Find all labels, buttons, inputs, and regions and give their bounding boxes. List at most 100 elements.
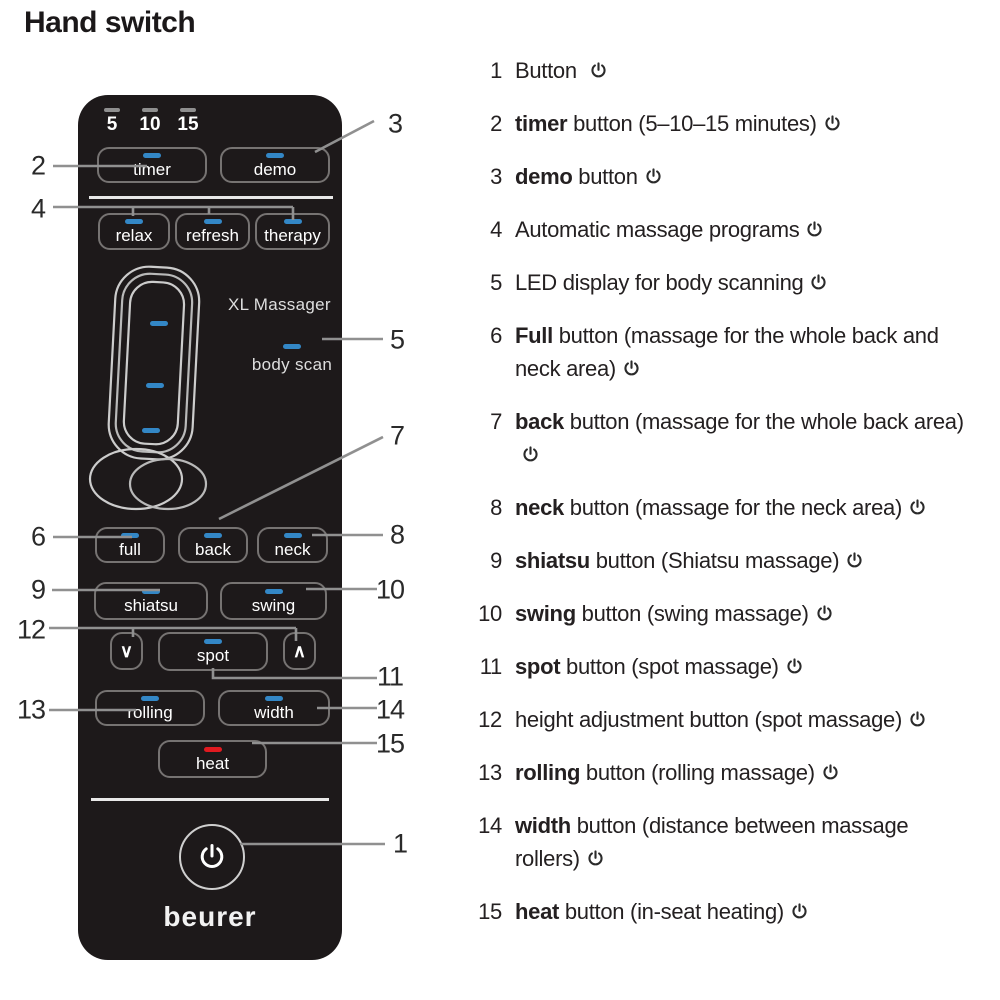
legend-item-number: 8 <box>490 495 502 520</box>
body-scan-label: body scan <box>251 355 333 374</box>
hand-switch-remote: 5 10 15 timer demo relax refresh therapy <box>78 95 342 960</box>
therapy-button: therapy <box>255 213 330 250</box>
legend-item-bold: spot <box>515 654 561 679</box>
legend-item-rest: button <box>572 164 638 189</box>
led-indicator <box>121 532 139 538</box>
timer-scale-10: 10 <box>134 108 166 134</box>
legend-item-rest: button (rolling massage) <box>580 760 815 785</box>
led-indicator <box>265 695 283 701</box>
callout-number-12: 12 <box>16 614 46 645</box>
full-button: full <box>95 527 165 563</box>
callout-number-7: 7 <box>389 420 405 451</box>
led-indicator <box>125 219 143 224</box>
legend-list: 1 Button 2 timer button (5–10–15 minutes… <box>472 54 992 948</box>
legend-item-rest: button (spot massage) <box>560 654 779 679</box>
legend-item: 14 width button (distance between massag… <box>472 809 992 875</box>
legend-item-rest: Button <box>515 58 583 83</box>
legend-item-number: 10 <box>478 601 502 626</box>
legend-item-number: 12 <box>478 707 502 732</box>
legend-item-bold: timer <box>515 111 568 136</box>
callout-number-13: 13 <box>16 694 46 725</box>
power-icon <box>811 274 827 290</box>
callout-number-10: 10 <box>375 574 405 605</box>
callout-number-6: 6 <box>30 521 46 552</box>
legend-item-text: Button <box>515 54 970 87</box>
power-icon <box>825 115 840 131</box>
led-off-dash <box>104 108 120 112</box>
button-label: heat <box>195 753 230 773</box>
legend-item: 15 heat button (in-seat heating) <box>472 895 992 928</box>
legend-item-rest: button (distance between massage rollers… <box>515 813 909 871</box>
led-indicator <box>141 695 159 701</box>
legend-item-number: 15 <box>478 899 502 924</box>
legend-item: 10 swing button (swing massage) <box>472 597 992 630</box>
legend-item-text: spot button (spot massage) <box>515 650 970 683</box>
button-label: refresh <box>186 226 239 245</box>
legend-item-text: demo button <box>515 160 970 193</box>
legend-item: 3 demo button <box>472 160 992 193</box>
legend-item: 8 neck button (massage for the neck area… <box>472 491 992 524</box>
power-icon <box>792 903 807 919</box>
legend-item-text: rolling button (rolling massage) <box>515 756 970 789</box>
width-button: width <box>218 690 330 726</box>
button-label: spot <box>196 646 230 665</box>
led-indicator <box>204 532 222 538</box>
legend-item-bold: shiatsu <box>515 548 590 573</box>
button-label: rolling <box>127 702 173 722</box>
power-icon <box>910 711 925 727</box>
legend-item-text: timer button (5–10–15 minutes) <box>515 107 970 140</box>
callout-number-8: 8 <box>389 519 405 550</box>
legend-item-rest: button (Shiatsu massage) <box>589 548 840 573</box>
legend-item-number: 2 <box>490 111 502 136</box>
legend-item-number: 9 <box>490 548 502 573</box>
legend-item-text: Automatic massage programs <box>515 213 970 246</box>
button-label: therapy <box>264 226 321 245</box>
callout-number-11: 11 <box>376 661 404 692</box>
timer-scale-5: 5 <box>96 108 128 134</box>
legend-item: 2 timer button (5–10–15 minutes) <box>472 107 992 140</box>
timer-scale-label: 5 <box>106 114 118 135</box>
led-indicator <box>142 588 160 594</box>
led-indicator <box>283 344 301 349</box>
shiatsu-button: shiatsu <box>94 582 208 620</box>
timer-scale-label: 15 <box>177 114 199 135</box>
power-icon <box>588 850 603 866</box>
legend-item-number: 11 <box>479 654 503 679</box>
back-button: back <box>178 527 248 563</box>
timer-scale-15: 15 <box>172 108 204 134</box>
legend-item-bold: Full <box>515 323 553 348</box>
legend-item-bold: back <box>515 409 564 434</box>
led-indicator <box>203 219 222 224</box>
rolling-button: rolling <box>95 690 205 726</box>
legend-item-number: 4 <box>490 217 502 242</box>
chevron-up-icon: ∧ <box>292 641 307 661</box>
brand-logo: beurer <box>163 901 257 932</box>
spot-button: spot <box>158 632 268 671</box>
led-off-dash <box>142 108 158 112</box>
demo-button: demo <box>220 147 330 183</box>
led-indicator <box>283 219 302 224</box>
legend-item-bold: neck <box>515 495 564 520</box>
legend-item-text: Full button (massage for the whole back … <box>515 319 970 385</box>
power-icon <box>847 552 862 568</box>
legend-item-rest: button (in-seat heating) <box>559 899 784 924</box>
legend-item-bold: rolling <box>515 760 581 785</box>
legend-item-rest: button (massage for the whole back area) <box>563 409 964 434</box>
button-label: full <box>119 539 141 559</box>
callout-number-15: 15 <box>375 728 405 759</box>
legend-item-number: 1 <box>490 58 502 83</box>
separator-line <box>91 798 329 801</box>
body-scan-leds <box>142 321 168 433</box>
button-label: back <box>195 539 231 559</box>
button-label: relax <box>115 226 153 245</box>
led-indicator <box>143 152 161 158</box>
callout-number-14: 14 <box>375 694 405 725</box>
legend-item: 9 shiatsu button (Shiatsu massage) <box>472 544 992 577</box>
chevron-down-icon: ∨ <box>119 641 134 661</box>
power-icon <box>787 658 802 674</box>
callout-number-3: 3 <box>387 108 403 139</box>
led-indicator <box>264 588 283 594</box>
legend-item-bold: demo <box>515 164 573 189</box>
legend-item-text: shiatsu button (Shiatsu massage) <box>515 544 970 577</box>
button-label: width <box>254 702 294 722</box>
